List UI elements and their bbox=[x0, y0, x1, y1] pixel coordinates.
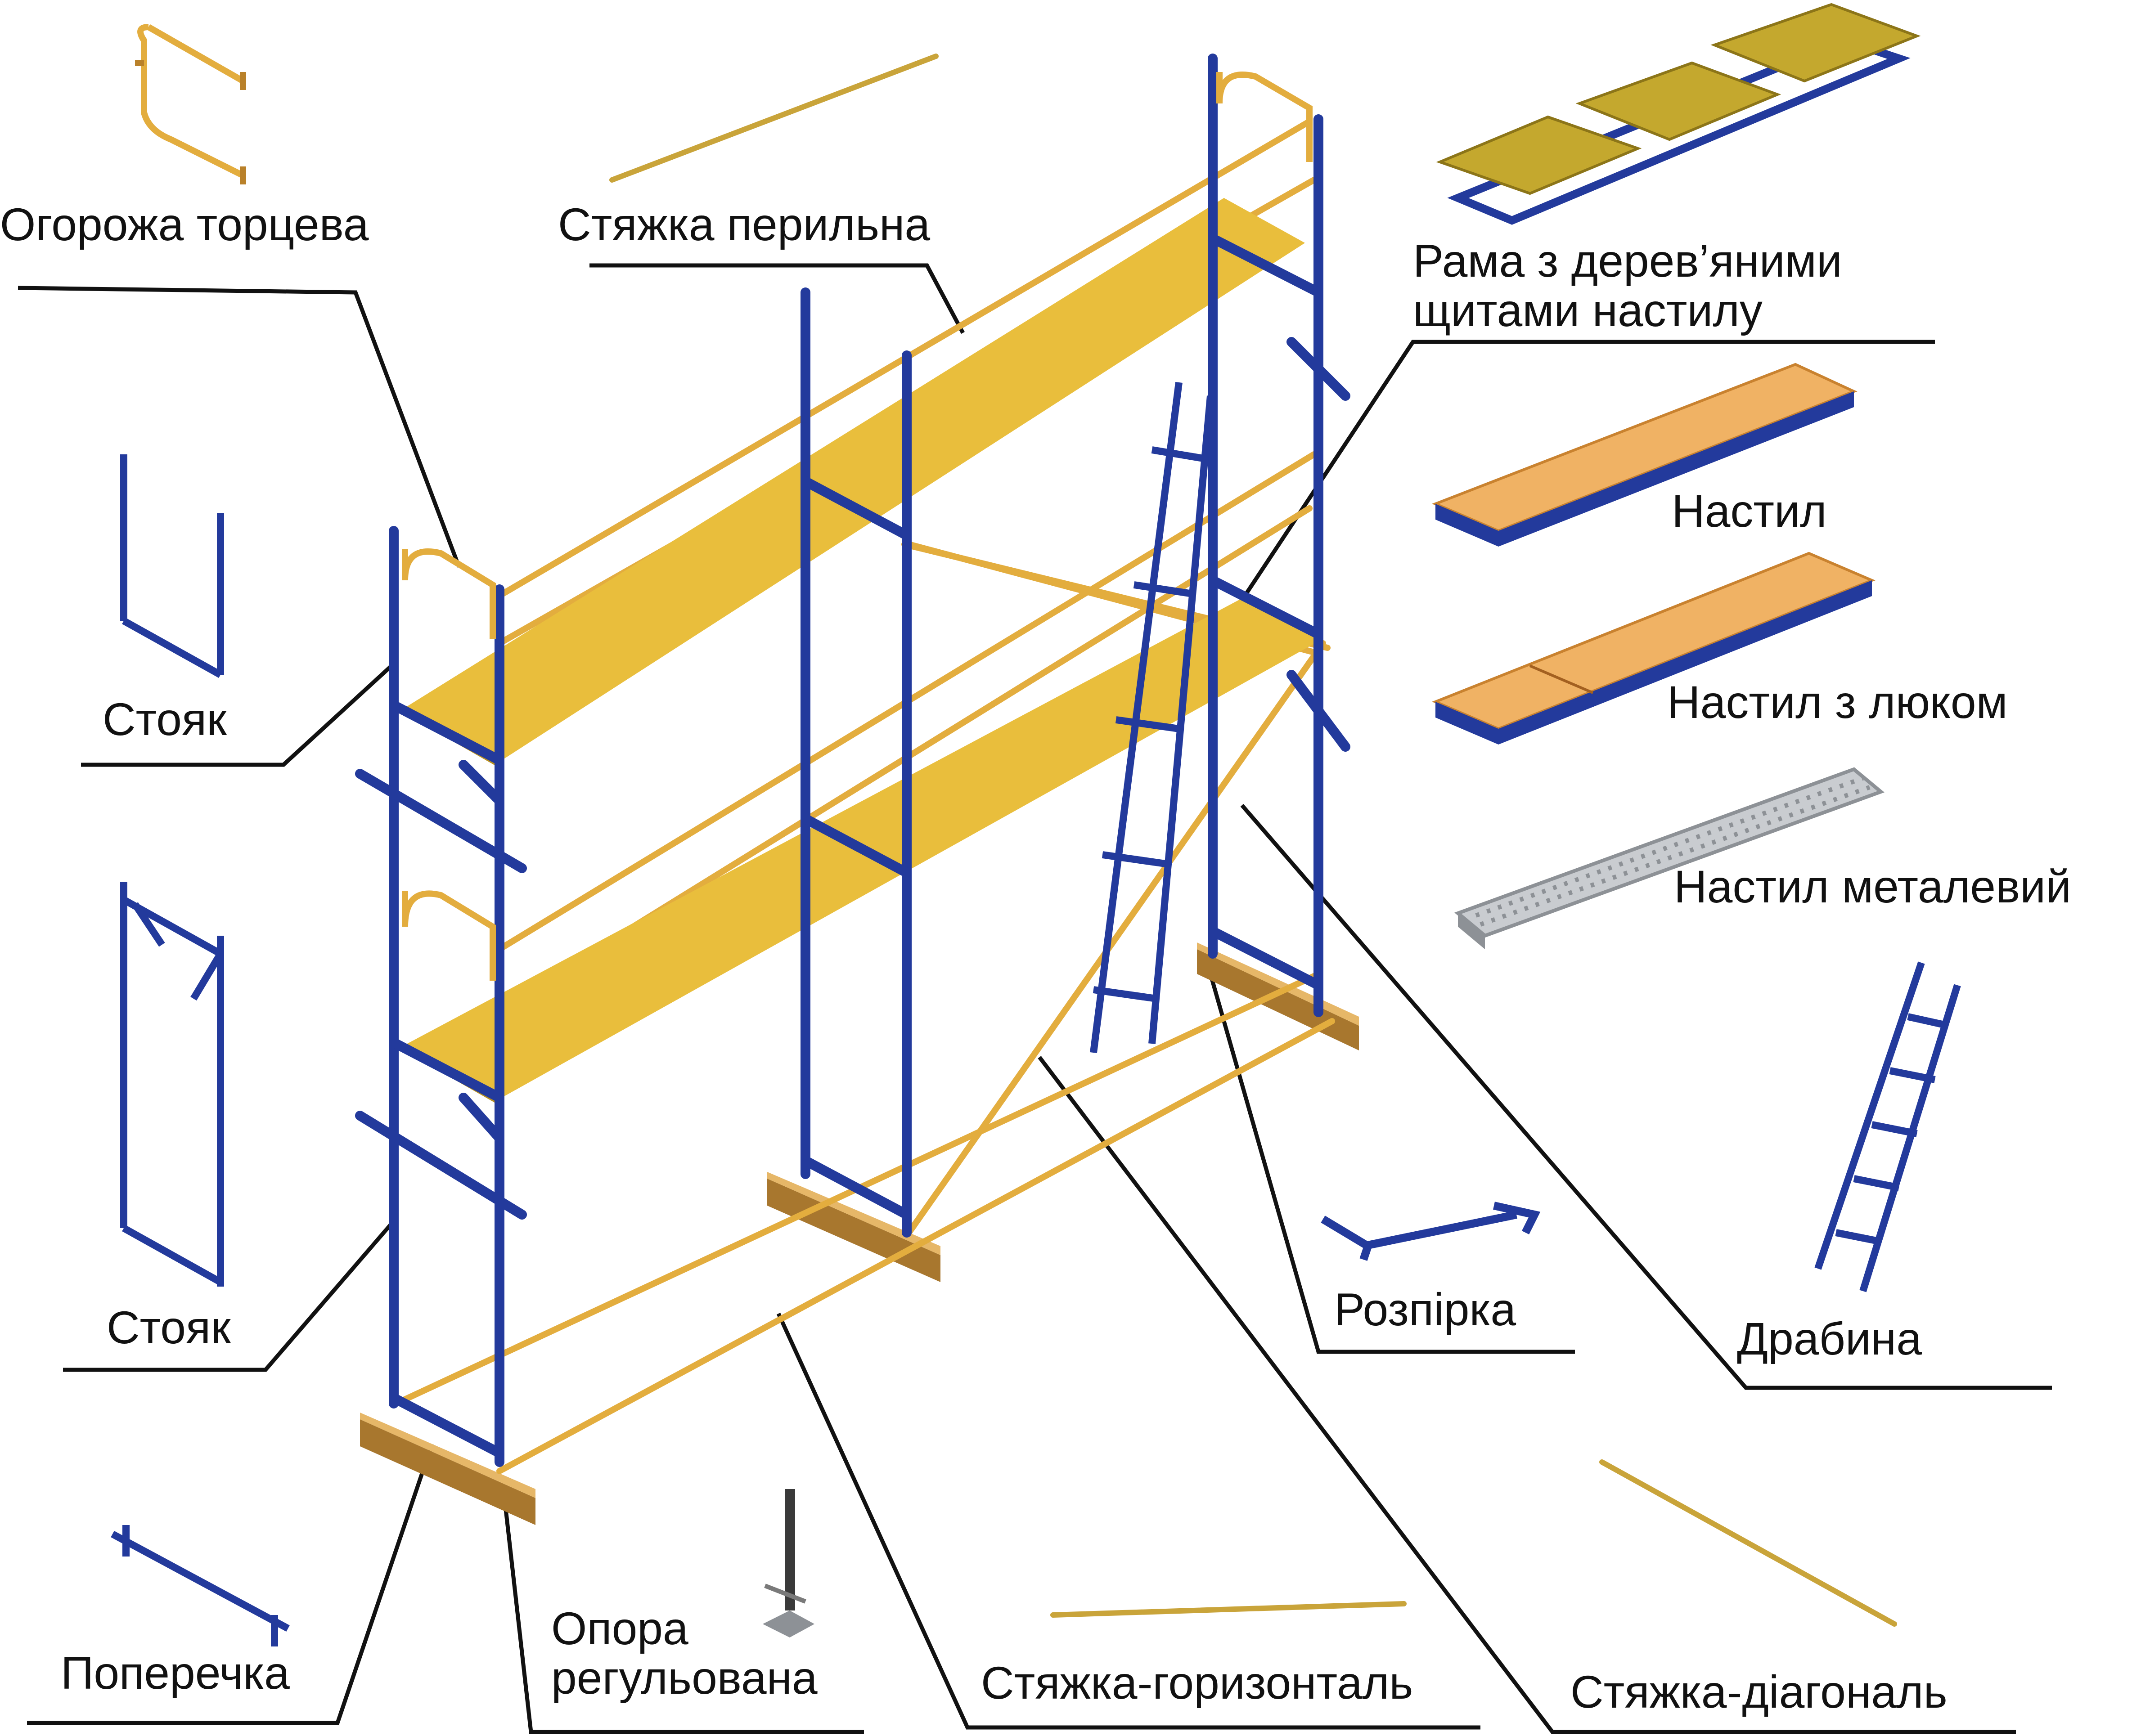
label-handrail-tie: Стяжка перильна bbox=[558, 199, 931, 250]
label-upright-bottom: Стояк bbox=[107, 1302, 231, 1353]
leader-upright-top bbox=[81, 664, 393, 767]
adjustable-base-jack-icon bbox=[763, 1489, 814, 1637]
crossbar-icon bbox=[111, 1525, 290, 1646]
ladder-icon bbox=[1814, 961, 1961, 1292]
label-deck-metal: Настил металевий bbox=[1674, 861, 2072, 912]
leader-handrail-tie bbox=[589, 263, 965, 334]
deck-frame-with-wooden-panels-icon bbox=[1436, 3, 1921, 225]
leader-upright-bottom bbox=[63, 1222, 393, 1372]
label-adjustable-support: Опора регульована bbox=[551, 1603, 818, 1704]
horizontal-tie-rod-icon bbox=[1050, 1601, 1407, 1618]
tie-rods bbox=[393, 118, 1335, 1474]
label-upright-top: Стояк bbox=[103, 694, 227, 745]
label-diagonal-tie: Стяжка-діагональ bbox=[1570, 1666, 1948, 1718]
leader-lines bbox=[18, 263, 2052, 1734]
deck-with-hatch-icon bbox=[1432, 552, 1876, 745]
perforated-metal-deck-icon bbox=[1454, 767, 1885, 949]
end-guardrails bbox=[402, 72, 1313, 981]
label-deck: Настил bbox=[1672, 485, 1827, 537]
label-crossbar: Поперечка bbox=[61, 1647, 290, 1699]
label-spacer: Розпірка bbox=[1334, 1284, 1516, 1335]
leader-ladder bbox=[1240, 804, 2052, 1390]
label-end-guard: Огорожа торцева bbox=[0, 199, 369, 250]
label-horizontal-tie: Стяжка-горизонталь bbox=[981, 1657, 1413, 1709]
leader-adjustable-support bbox=[502, 1493, 864, 1734]
leader-spacer bbox=[1204, 957, 1575, 1354]
leader-crossbar bbox=[27, 1443, 434, 1725]
handrail-tie-rod-icon bbox=[609, 54, 939, 183]
label-deck-frame: Рама з дерев’яними щитами настилу bbox=[1413, 235, 1842, 336]
upright-posts bbox=[355, 54, 1350, 1467]
spacer-strut-icon bbox=[1321, 1202, 1541, 1261]
scaffold-assembly-icon bbox=[355, 54, 1359, 1525]
scaffold-ladder bbox=[1090, 381, 1214, 1054]
leader-deck-frame bbox=[1200, 340, 1935, 663]
label-ladder: Драбина bbox=[1737, 1313, 1922, 1364]
leader-end-guard bbox=[18, 286, 461, 568]
leader-horizontal-tie bbox=[776, 1313, 1480, 1730]
upright-frame-icon bbox=[120, 454, 224, 678]
wooden-deck-icon bbox=[1432, 363, 1858, 547]
diagonal-tie-rod-icon bbox=[1599, 1459, 1897, 1627]
upright-frame-with-braces-icon bbox=[120, 882, 224, 1287]
leader-diagonal-tie bbox=[1038, 1056, 2016, 1734]
label-deck-hatch: Настил з люком bbox=[1667, 677, 2008, 728]
end-guardrail-icon bbox=[135, 24, 246, 184]
